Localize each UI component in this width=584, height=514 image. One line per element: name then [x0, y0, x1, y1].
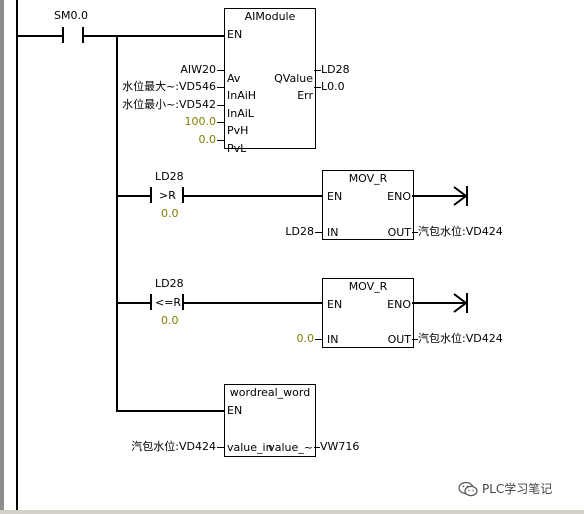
compare-gt-operand-bottom: 0.0	[161, 207, 179, 220]
rail-line	[16, 0, 18, 510]
pin-en: EN	[227, 28, 243, 41]
mov2-out-value[interactable]: 汽包水位:VD424	[418, 332, 503, 345]
horizontal-scrollbar[interactable]	[0, 510, 584, 514]
mov-r-block-1[interactable]: MOV_R EN ENO IN OUT	[322, 170, 414, 240]
compare-le-operator: <=R	[155, 296, 182, 309]
contact-sm0-0[interactable]	[62, 27, 86, 45]
left-power-rail	[0, 0, 4, 510]
wechat-icon	[458, 481, 478, 496]
mov-r-block-2[interactable]: MOV_R EN ENO IN OUT	[322, 278, 414, 348]
rung-wire	[184, 302, 322, 304]
wordreal-word-block[interactable]: wordreal_word EN value_in value_~	[224, 384, 316, 457]
pin-pvh: PvH	[227, 124, 249, 137]
rung-wire	[184, 195, 322, 197]
aimodule-block[interactable]: AIModule EN Av InAiH InAiL PvH PvL QValu…	[224, 8, 316, 155]
pin-out: OUT	[387, 333, 411, 346]
block-title: MOV_R	[348, 280, 388, 293]
rung-wire	[116, 195, 150, 197]
pin-in: IN	[327, 333, 339, 346]
compare-le-contact[interactable]	[150, 294, 186, 312]
pin-av: Av	[227, 72, 241, 85]
compare-gt-operator: >R	[159, 189, 176, 202]
compare-gt-operand-top: LD28	[155, 170, 184, 183]
block-title: AIModule	[244, 10, 296, 23]
input-pvl[interactable]: 0.0	[198, 133, 217, 146]
pin-in: IN	[327, 226, 339, 239]
compare-gt-contact[interactable]	[150, 187, 186, 205]
pin-out: OUT	[387, 226, 411, 239]
watermark: PLC学习笔记	[458, 480, 552, 497]
output-qvalue[interactable]: LD28	[321, 63, 350, 76]
rung-wire	[116, 410, 224, 412]
compare-le-operand-bottom: 0.0	[161, 314, 179, 327]
pin-inaih: InAiH	[227, 89, 257, 102]
wordreal-in-value[interactable]: 汽包水位:VD424	[131, 440, 216, 453]
wordreal-out-value[interactable]: VW716	[320, 440, 360, 453]
mov1-out-value[interactable]: 汽包水位:VD424	[418, 225, 503, 238]
pin-eno: ENO	[387, 298, 411, 311]
block-title: MOV_R	[348, 172, 388, 185]
rung-wire	[16, 35, 62, 37]
watermark-text: PLC学习笔记	[482, 482, 553, 496]
pin-inail: InAiL	[227, 107, 254, 120]
pin-en: EN	[327, 190, 343, 203]
rung-wire	[412, 302, 466, 304]
input-pvh[interactable]: 100.0	[184, 115, 217, 128]
rung-wire	[116, 302, 150, 304]
pin-eno: ENO	[387, 190, 411, 203]
compare-le-operand-top: LD28	[155, 277, 184, 290]
input-inail[interactable]: 水位最小~:VD542	[122, 98, 216, 111]
input-av[interactable]: AIW20	[180, 63, 216, 76]
contact-label: SM0.0	[54, 9, 88, 22]
mov1-in-value[interactable]: LD28	[285, 225, 314, 238]
pin-value-out: value_~	[268, 441, 313, 454]
pin-pvl: PvL	[227, 142, 247, 155]
input-inaih[interactable]: 水位最大~:VD546	[122, 80, 216, 93]
pin-err: Err	[297, 89, 313, 102]
pin-qvalue: QValue	[274, 72, 313, 85]
rung-wire	[412, 195, 466, 197]
branch-bus	[116, 35, 118, 412]
eno-arrow-icon	[453, 293, 468, 313]
output-err[interactable]: L0.0	[321, 80, 345, 93]
pin-en: EN	[227, 404, 243, 417]
block-title: wordreal_word	[229, 386, 311, 399]
pin-value-in: value_in	[227, 441, 273, 454]
pin-en: EN	[327, 298, 343, 311]
mov2-in-value[interactable]: 0.0	[296, 332, 315, 345]
eno-arrow-icon	[453, 186, 468, 206]
rung-wire	[84, 35, 224, 37]
